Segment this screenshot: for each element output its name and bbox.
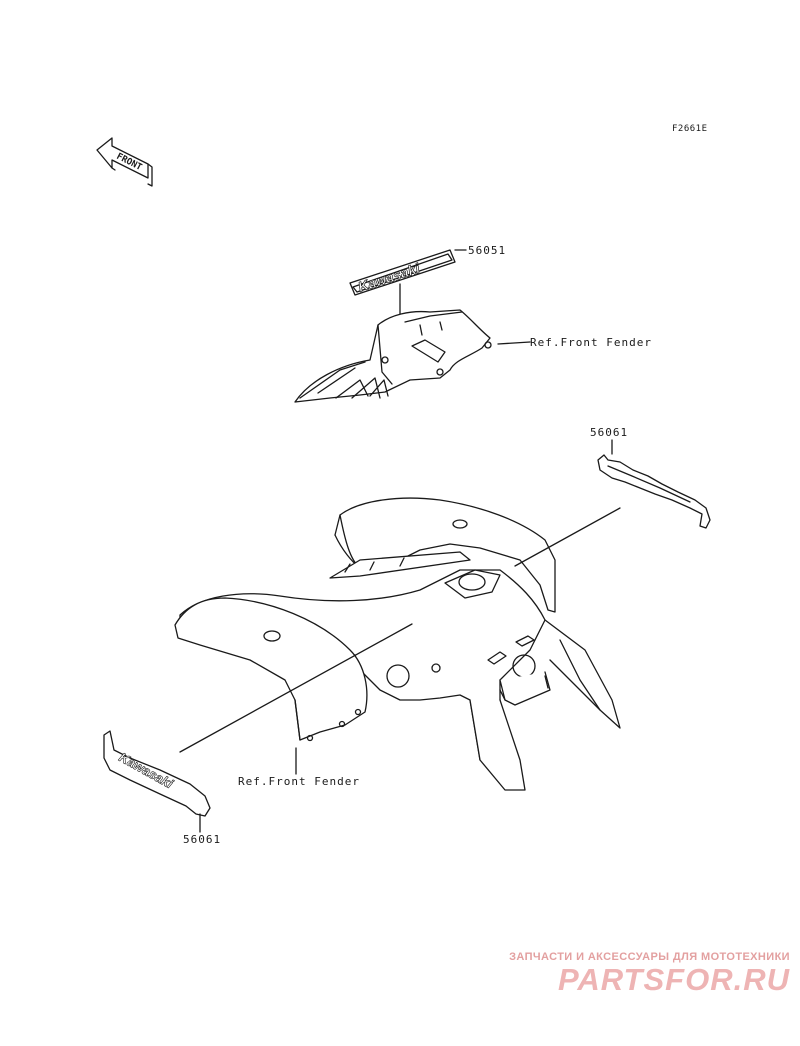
watermark-logo: PARTSFOR.RU — [557, 962, 790, 997]
ref-front-fender-lower: Ref.Front Fender — [238, 775, 360, 788]
part-number-56061-left: 56061 — [183, 833, 222, 846]
ref-front-fender-upper: Ref.Front Fender — [530, 336, 652, 349]
watermark-tagline: ЗАПЧАСТИ И АКСЕССУАРЫ ДЛЯ МОТОТЕХНИКИ — [509, 951, 790, 963]
decal-56061-right — [597, 454, 711, 529]
front-arrow-icon: FRONT — [96, 137, 153, 187]
decal-56051: Kawasaki — [349, 249, 456, 296]
front-fender-main — [174, 497, 621, 791]
part-number-56061-right: 56061 — [590, 426, 629, 439]
decal-56051-logo-text: Kawasaki — [356, 260, 423, 295]
diagram-code: F2661E — [672, 124, 708, 134]
part-number-56051: 56051 — [468, 244, 507, 257]
front-fender-upper — [294, 309, 492, 403]
